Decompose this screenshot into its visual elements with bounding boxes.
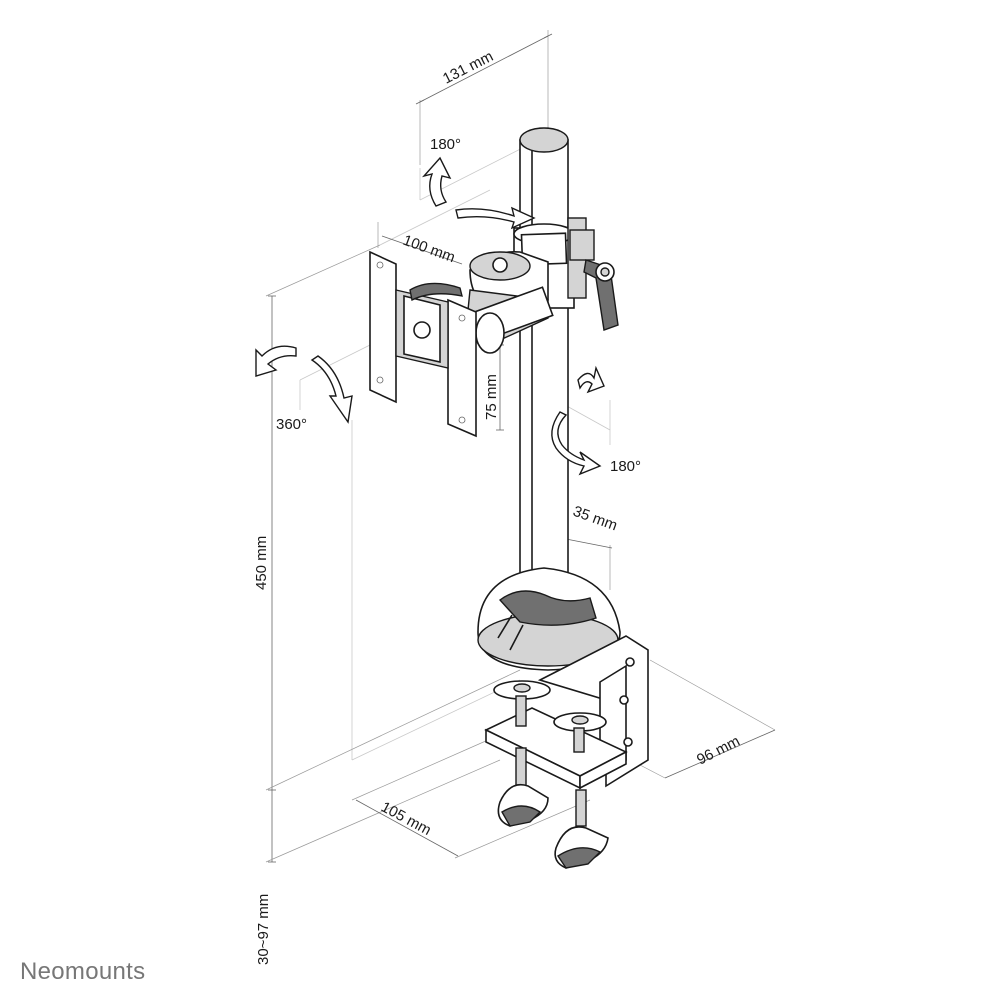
dim-label-30-97mm: 30~97 mm [255,894,272,965]
clamp-screw-left [493,680,551,827]
rotate-arrow-icon [255,345,353,424]
tilt-label: 180° [430,136,461,153]
dimension-desk-thickness: 30~97 mm [255,759,501,965]
dimension-96mm: 96 mm [639,659,776,779]
pole [519,127,569,611]
vesa-plate [369,250,477,438]
dim-label-96mm: 96 mm [694,733,743,769]
dim-label-35mm: 35 mm [571,503,620,535]
swivel-head [465,251,554,354]
tilt-arrow-icon [421,156,536,230]
clamp-lever-icon [583,259,619,331]
dimension-450mm: 450 mm [253,244,521,791]
dim-label-75mm: 75 mm [483,374,500,420]
rotate-label: 360° [276,416,307,433]
swivel-arrow-icon [551,365,605,476]
clamp-screw-right [553,712,609,869]
dim-label-450mm: 450 mm [253,536,270,590]
dimension-100mm: 100 mm [377,222,463,267]
dim-label-100mm: 100 mm [401,232,458,267]
dimension-75mm: 75 mm [483,344,504,431]
dim-label-131mm: 131 mm [440,48,496,88]
pole-base [477,567,621,671]
swivel-label: 180° [610,458,641,475]
brand-logo: Neomounts [20,958,146,985]
dim-label-105mm: 105 mm [378,799,434,839]
